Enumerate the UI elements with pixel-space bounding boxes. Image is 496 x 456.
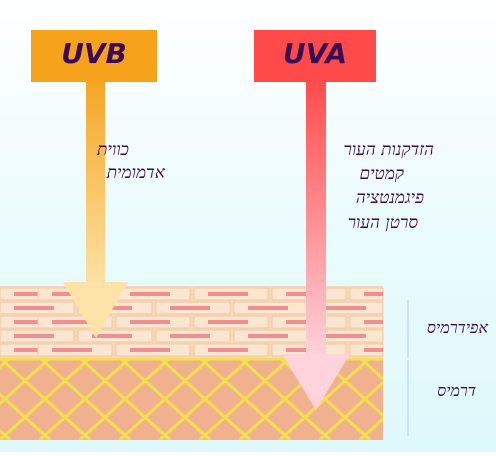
cell-nucleus bbox=[326, 306, 366, 310]
cell-nucleus bbox=[14, 348, 54, 352]
cell-nucleus bbox=[14, 306, 54, 310]
uva-box bbox=[254, 30, 376, 82]
cell-nucleus bbox=[364, 348, 383, 352]
uvb-effect-redness: אדמומית bbox=[106, 163, 165, 183]
collagen-fiber bbox=[158, 358, 252, 440]
uva-effect-wrinkles: קמטים bbox=[359, 164, 404, 184]
uvb-effect-burn: כווית bbox=[97, 140, 129, 160]
uva-effect-aging: הזדקנות העור bbox=[343, 140, 434, 160]
uva-arrow-head bbox=[282, 354, 350, 410]
epidermis-bricks bbox=[0, 287, 384, 357]
cell-nucleus bbox=[130, 320, 170, 324]
collagen-fiber bbox=[318, 380, 383, 440]
cell-nucleus bbox=[248, 334, 288, 338]
uvb-arrow-shaft bbox=[86, 80, 105, 288]
cell-nucleus bbox=[364, 292, 383, 296]
cell-nucleus bbox=[14, 320, 54, 324]
collagen-fiber bbox=[480, 358, 496, 440]
cell-nucleus bbox=[170, 306, 210, 310]
cell-nucleus bbox=[208, 320, 248, 324]
cell-nucleus bbox=[52, 348, 92, 352]
uva-arrow-shaft bbox=[306, 80, 326, 358]
cell-nucleus bbox=[14, 334, 54, 338]
collagen-fiber bbox=[198, 358, 292, 440]
uva-title: UVA bbox=[282, 37, 348, 70]
cell-nucleus bbox=[52, 320, 92, 324]
cell-nucleus bbox=[170, 334, 210, 338]
cell-nucleus bbox=[248, 306, 288, 310]
collagen-fiber bbox=[78, 358, 172, 440]
collagen-fiber bbox=[38, 358, 132, 440]
dermis-lattice bbox=[0, 358, 496, 440]
cell-nucleus bbox=[208, 348, 248, 352]
cell-nucleus bbox=[92, 334, 132, 338]
cell-nucleus bbox=[326, 334, 366, 338]
uvb-title: UVB bbox=[61, 37, 127, 70]
uva-effect-skin-cancer: סרטן העור bbox=[347, 213, 418, 233]
cell-nucleus bbox=[130, 348, 170, 352]
dermis-label: דרמיס bbox=[437, 381, 476, 400]
uvb-arrow bbox=[63, 80, 128, 338]
cell-nucleus bbox=[14, 292, 54, 296]
cell-nucleus bbox=[208, 292, 248, 296]
epidermis-label: אפידרמיס bbox=[426, 318, 488, 337]
collagen-fiber bbox=[358, 417, 383, 440]
uvb-arrow-head bbox=[63, 282, 128, 338]
uvb-box bbox=[31, 30, 157, 82]
dermis-layer bbox=[0, 358, 496, 440]
collagen-fiber bbox=[278, 358, 372, 440]
uva-arrow bbox=[282, 80, 350, 410]
collagen-fiber bbox=[0, 358, 92, 440]
collagen-fiber bbox=[480, 358, 496, 440]
cell-nucleus bbox=[364, 320, 383, 324]
cell-nucleus bbox=[130, 292, 170, 296]
collagen-fiber bbox=[118, 358, 212, 440]
collagen-fiber bbox=[358, 358, 383, 381]
collagen-fiber bbox=[0, 358, 52, 406]
uva-effect-pigmentation: פיגמנטציה bbox=[355, 188, 424, 208]
